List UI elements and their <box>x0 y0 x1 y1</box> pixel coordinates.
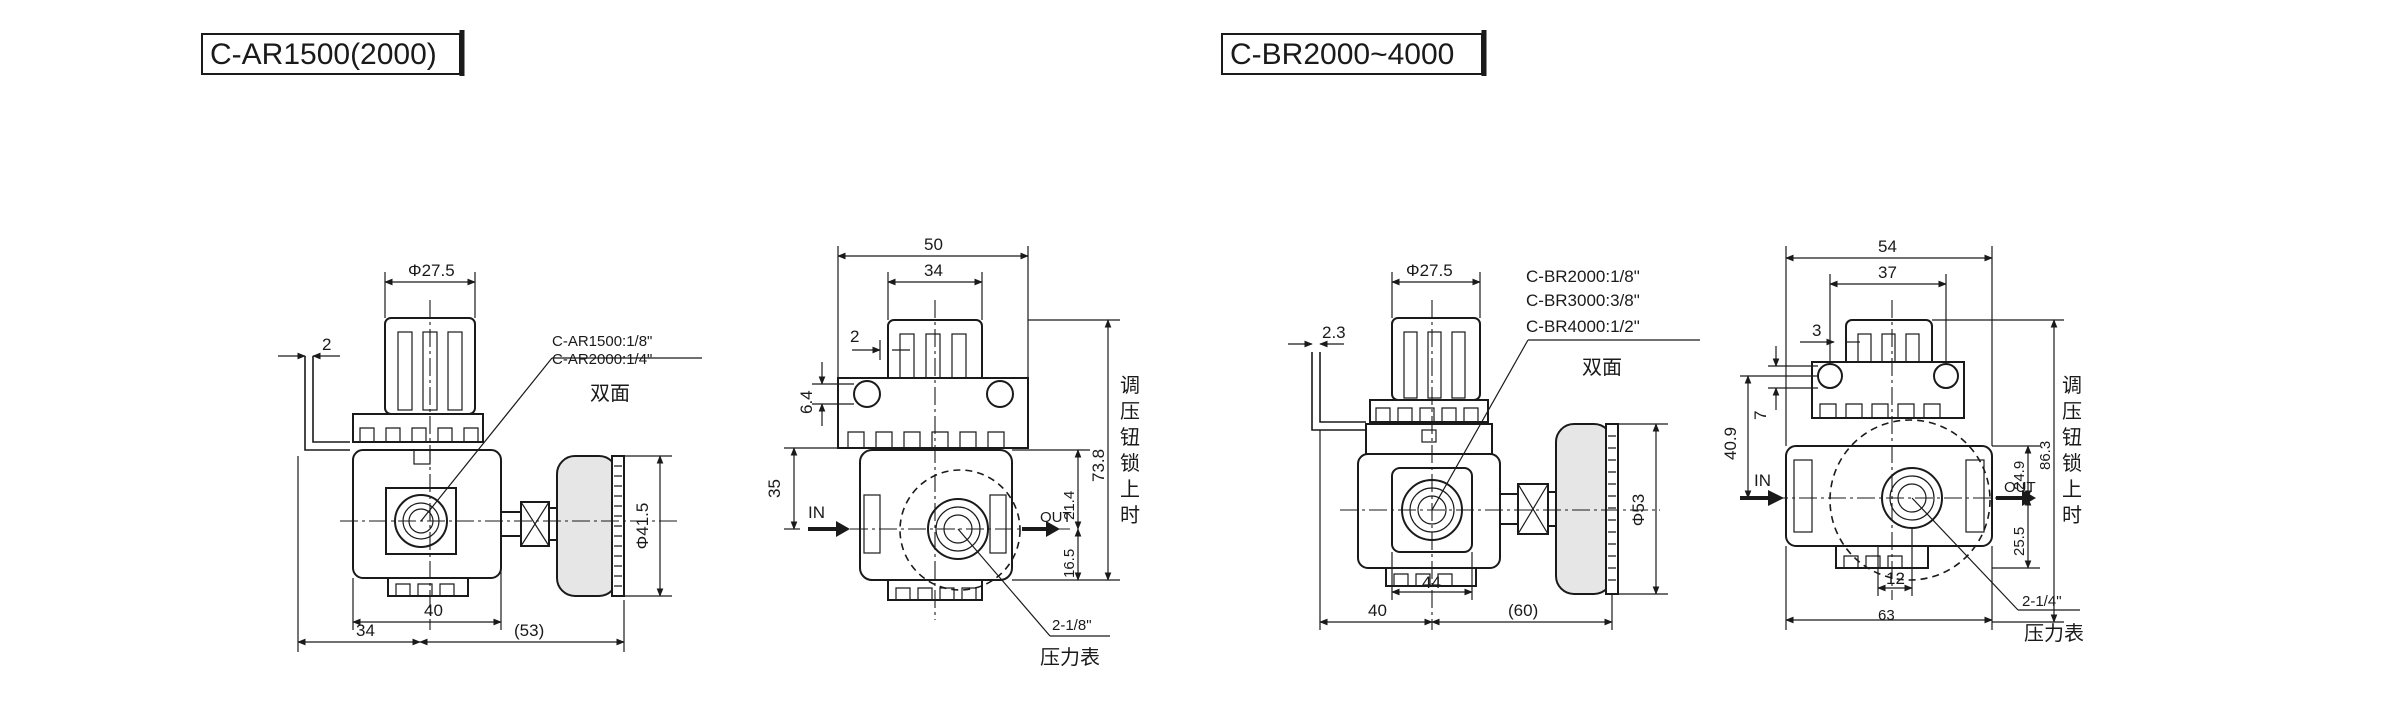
br-front-both-sides: 双面 <box>1582 357 1622 379</box>
ar-side-dim-35: 35 <box>765 479 784 498</box>
br-front-port-note-1: C-BR2000:1/8" <box>1526 267 1640 286</box>
right-title-box: C-BR2000~4000 <box>1221 30 1487 76</box>
br-front-dim-44: 44 <box>1422 573 1441 592</box>
ar-front-dim-40: 40 <box>424 601 443 620</box>
br-side-dim-12: 12 <box>1886 569 1905 588</box>
ar-side-note-6: 时 <box>1120 504 1140 527</box>
left-title-box: C-AR1500(2000) <box>201 30 465 76</box>
br-side-dim-54: 54 <box>1878 237 1897 256</box>
ar-side-gauge-label: 压力表 <box>1040 646 1100 669</box>
br-side-view: IN OUT 54 37 3 7 40.9 86.3 <box>1721 237 2084 645</box>
ar-side-dim-73-8: 73.8 <box>1089 449 1108 482</box>
ar-side-body <box>859 449 1021 601</box>
br-side-dim-7: 7 <box>1751 411 1770 420</box>
br-front-bracket <box>1311 352 1366 431</box>
br-front-lock-ring <box>1369 399 1489 423</box>
ar-side-bracket <box>837 377 1029 449</box>
br-front-dim-60: (60) <box>1508 601 1538 620</box>
ar-side-dim-21-4: 21.4 <box>1061 491 1078 520</box>
br-side-body <box>1785 419 1993 581</box>
br-front-port-note-3: C-BR4000:1/2" <box>1526 317 1640 336</box>
ar-side-dim-16-5: 16.5 <box>1061 549 1078 578</box>
br-side-dim-63: 63 <box>1878 607 1895 624</box>
br-front-dim-2-3: 2.3 <box>1322 323 1346 342</box>
left-title: C-AR1500(2000) <box>210 38 437 71</box>
ar-side-dim-6-4: 6.4 <box>797 390 816 414</box>
br-front-dim-gauge-dia: Φ53 <box>1629 494 1648 526</box>
ar-side-label-out: OUT <box>1040 509 1072 526</box>
br-side-dim-3: 3 <box>1812 321 1821 340</box>
br-side-note-2: 压 <box>2062 401 2082 423</box>
ar-side-note-1: 调 <box>1120 374 1140 397</box>
ar-front-dim-top-dia: Φ27.5 <box>408 261 455 280</box>
br-front-gauge <box>1499 423 1619 595</box>
br-front-port-note-2: C-BR3000:3/8" <box>1526 291 1640 310</box>
br-side-dim-86-3: 86.3 <box>2037 441 2054 470</box>
ar-side-dim-34: 34 <box>924 261 943 280</box>
ar-front-port-note-2: C-AR2000:1/4" <box>552 351 652 368</box>
br-side-note-5: 上 <box>2062 478 2082 501</box>
ar-side-label-in: IN <box>808 503 825 522</box>
br-side-bracket <box>1811 361 1965 419</box>
br-front-dim-top-dia: Φ27.5 <box>1406 261 1453 280</box>
ar-front-both-sides: 双面 <box>590 383 630 405</box>
ar-side-note-2: 压 <box>1120 401 1140 423</box>
right-title: C-BR2000~4000 <box>1230 38 1454 71</box>
br-side-dim-37: 37 <box>1878 263 1897 282</box>
ar-side-view: IN OUT 50 34 2 6.4 35 <box>765 235 1140 669</box>
br-side-dim-24-9: 24.9 <box>2011 461 2028 490</box>
br-side-gauge-port: 2-1/4" <box>2022 593 2062 610</box>
br-side-dim-25-5: 25.5 <box>2011 527 2028 556</box>
ar-front-dim-53: (53) <box>514 621 544 640</box>
br-side-label-in: IN <box>1754 471 1771 490</box>
br-side-note-1: 调 <box>2062 374 2082 397</box>
ar-front-dim-34: 34 <box>356 621 375 640</box>
ar-side-gauge-port: 2-1/8" <box>1052 617 1092 634</box>
ar-front-bracket <box>304 356 350 451</box>
br-front-dim-40: 40 <box>1368 601 1387 620</box>
br-front-body <box>1357 423 1501 587</box>
ar-side-note-4: 锁 <box>1120 452 1140 475</box>
br-side-dim-40-9: 40.9 <box>1721 427 1740 460</box>
ar-front-view: Φ27.5 2 C-AR1500:1/8" C-AR2000:1/4" 双面 Φ… <box>278 261 702 652</box>
ar-front-dim-gauge-dia: Φ41.5 <box>633 503 652 550</box>
br-side-note-3: 钮 <box>2062 426 2082 449</box>
br-side-gauge-label: 压力表 <box>2024 622 2084 645</box>
ar-side-dim-50: 50 <box>924 235 943 254</box>
br-front-view: Φ27.5 2.3 C-BR2000:1/8" C-BR3000:3/8" C-… <box>1288 261 1700 630</box>
br-side-note-4: 锁 <box>2062 452 2082 475</box>
ar-front-body <box>352 449 502 597</box>
ar-side-note-3: 钮 <box>1120 426 1140 449</box>
br-side-note-6: 时 <box>2062 504 2082 527</box>
ar-front-lock-ring <box>352 413 484 443</box>
ar-side-note-5: 上 <box>1120 478 1140 501</box>
ar-side-dim-2: 2 <box>850 327 859 346</box>
ar-front-gauge <box>500 455 625 597</box>
ar-front-port-note-1: C-AR1500:1/8" <box>552 333 652 350</box>
br-front-knob <box>1391 317 1481 401</box>
ar-front-dim-2: 2 <box>322 335 331 354</box>
